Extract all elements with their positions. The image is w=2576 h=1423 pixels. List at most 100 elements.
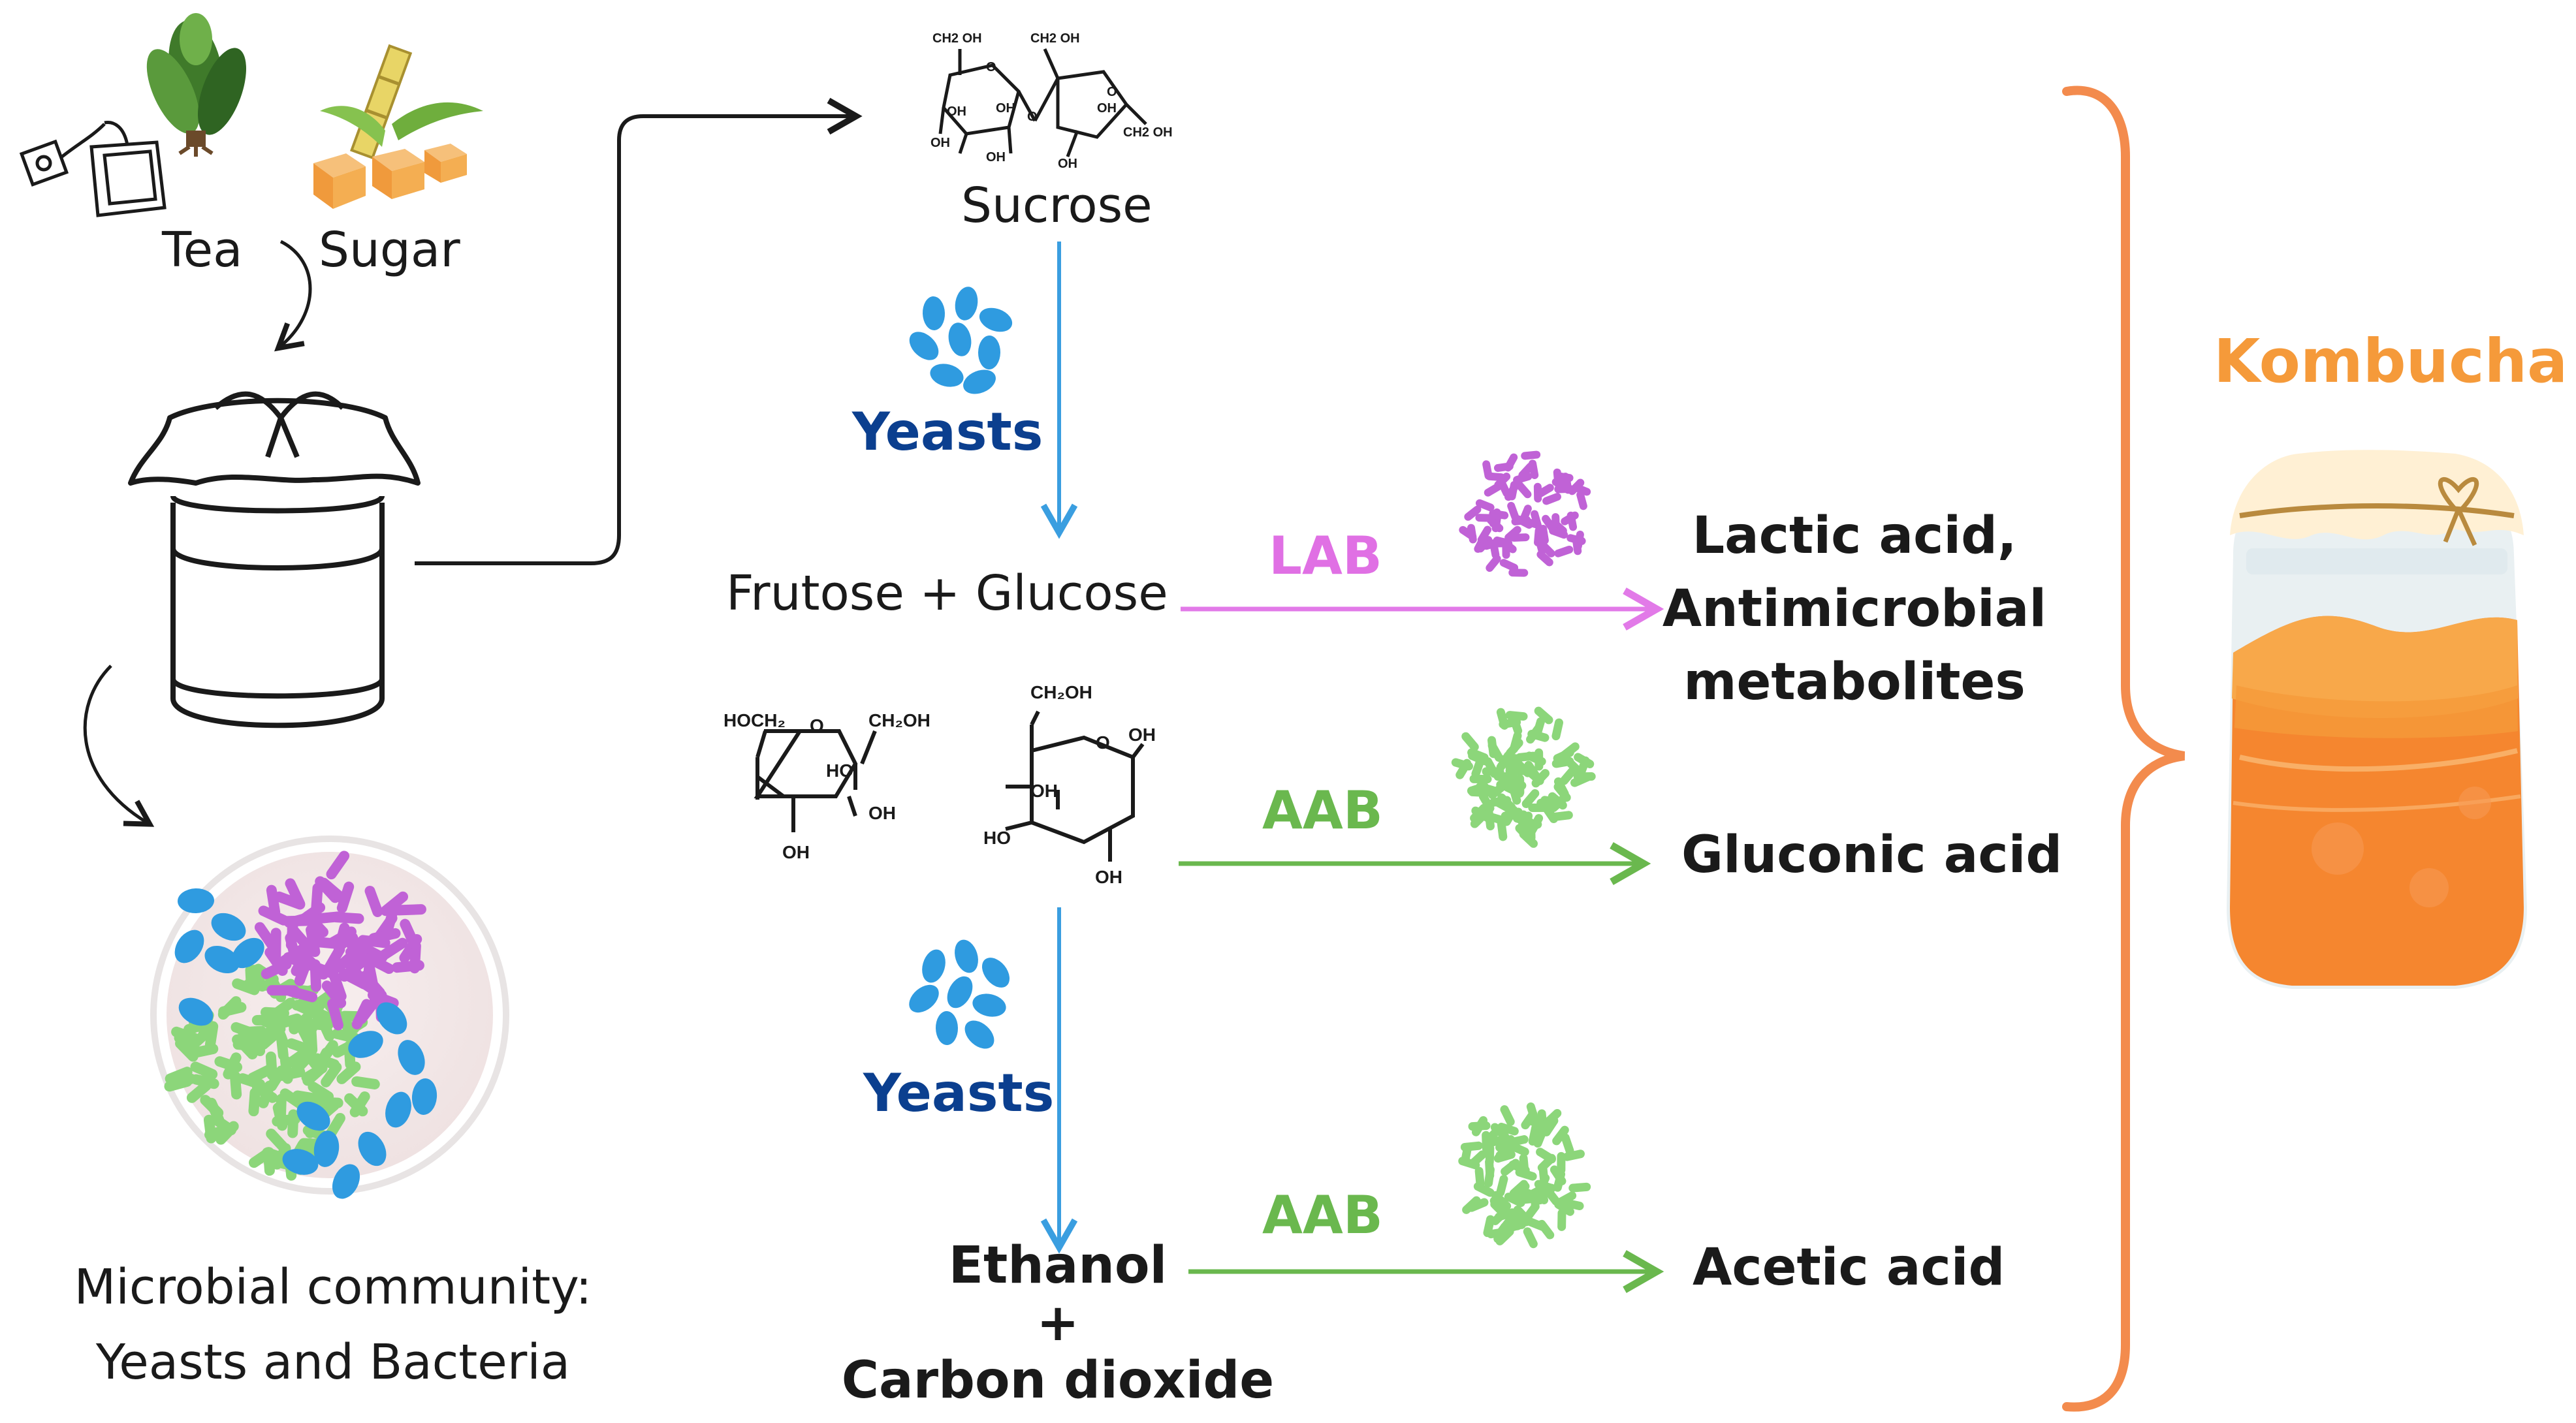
bacteria-cell (1489, 796, 1512, 807)
yeast-cell (296, 1101, 330, 1131)
bacteria-cell (344, 1093, 368, 1117)
bacteria-cell (218, 1002, 247, 1017)
bacteria-cell (400, 918, 420, 950)
community-line: Yeasts and Bacteria (95, 1334, 571, 1390)
bacteria-cell (167, 1073, 197, 1086)
bacteria-cell (285, 917, 298, 950)
bacteria-cell (1576, 490, 1587, 510)
bacteria-cell (1526, 1102, 1540, 1124)
fructose-chem-label: HO (826, 760, 853, 781)
bacteria-cell (1513, 473, 1533, 484)
glucose-chem-label: CH₂OH (1030, 682, 1092, 702)
bacteria-cell (319, 877, 346, 903)
bacteria-cell (368, 928, 401, 944)
bacteria-cell (272, 1021, 289, 1049)
aab-label-acetic: AAB (1262, 1185, 1383, 1245)
bacteria-cell (274, 1013, 302, 1029)
bacteria-cell (1455, 758, 1472, 779)
sucrose-chem-label: OH (1058, 157, 1077, 171)
ethanol-plus: + (1036, 1294, 1079, 1353)
bacteria-cell (1501, 807, 1523, 821)
bacteria-cell (1506, 1135, 1529, 1147)
yeast-cell (358, 1131, 387, 1166)
bacteria-cell (1467, 524, 1477, 544)
product-line: Lactic acid, (1692, 507, 2017, 565)
lactic-acid-label: Lactic acid, Antimicrobial metabolites (1646, 499, 2063, 719)
yeast-cell (385, 1091, 411, 1128)
glucose-chem-label: OH (1128, 725, 1156, 745)
fructose-structure (754, 729, 877, 832)
bacteria-cell (327, 998, 343, 1031)
bacteria-cell (249, 1147, 275, 1168)
bacteria-cell (317, 1040, 338, 1065)
yeast-cell (178, 888, 214, 914)
yeast-cluster-icon (909, 287, 1013, 394)
yeast-cell (963, 369, 996, 394)
bacteria-cell (1483, 1215, 1495, 1238)
sucrose-label: Sucrose (961, 178, 1153, 234)
bacteria-cell (1495, 1208, 1517, 1221)
bacteria-cell (321, 980, 347, 1009)
bacteria-cell (1574, 530, 1584, 550)
bacteria-cell (1512, 814, 1535, 827)
bacteria-cell (351, 1076, 380, 1089)
bacteria-cell (1461, 732, 1479, 751)
bacteria-cell (1504, 453, 1518, 472)
bacteria-cell (215, 1121, 239, 1145)
bacteria-cell (1471, 1116, 1488, 1136)
bacteria-cell (1497, 819, 1508, 841)
bacteria-cell (1521, 789, 1540, 808)
yeast-cell (313, 1131, 340, 1167)
sucrose-chem-label: O (986, 60, 996, 74)
bacteria-cell (1557, 1208, 1566, 1231)
bacteria-cell (1551, 478, 1572, 490)
sucrose-chem-label: CH2 OH (1123, 125, 1173, 140)
gluconic-acid-label: Gluconic acid (1681, 826, 2063, 884)
ingredients-to-jar-arrow (274, 240, 312, 352)
lab-label: LAB (1269, 525, 1382, 586)
sugarcane-icon (313, 44, 483, 209)
ethanol-co2-label: Ethanol + Carbon dioxide (797, 1237, 1319, 1409)
bacteria-cell (286, 1046, 312, 1068)
yeast-cell (332, 1164, 360, 1199)
sucrose-chem-label: CH2 OH (1030, 31, 1080, 46)
glucose-chem-label: HO (983, 828, 1011, 848)
bacteria-cell (1528, 803, 1551, 813)
bacteria-cell (189, 1043, 219, 1058)
bacteria-cell (1486, 539, 1506, 548)
bacteria-cell (378, 937, 408, 961)
bacteria-cell (326, 851, 350, 880)
bacteria-cell (1566, 511, 1578, 531)
bacteria-cell (304, 1018, 333, 1031)
bacteria-cell (1504, 483, 1519, 501)
aab-bacteria-cluster-icon (1458, 1102, 1591, 1249)
acetic-acid-label: Acetic acid (1693, 1238, 2005, 1297)
bacteria-cell (1551, 718, 1564, 741)
kombucha-title: Kombucha (2214, 326, 2568, 396)
bacteria-cell (232, 978, 260, 995)
bacteria-cell (328, 970, 347, 1002)
bacteria-cell (1497, 1215, 1515, 1235)
bacteria-cell (1525, 751, 1546, 766)
bacteria-cell (314, 937, 347, 950)
bacteria-cell (1476, 782, 1498, 795)
yeast-cell (930, 364, 964, 387)
bacteria-cell (1566, 759, 1585, 778)
bacteria-cell (1527, 814, 1544, 835)
sucrose-chem-label: O (1107, 85, 1117, 99)
yeast-cell (972, 993, 1006, 1017)
yeast-cell (411, 1078, 437, 1115)
bacteria-cell (1574, 753, 1595, 768)
yeast-cell (947, 976, 973, 1009)
yeast-cell (398, 1040, 425, 1075)
yeast-cell (204, 945, 240, 974)
bacteria-cell (1563, 1149, 1585, 1161)
glucose-chem-label: O (1096, 732, 1110, 753)
bacteria-cell (1484, 812, 1506, 825)
bacteria-cell (1504, 1193, 1525, 1208)
bacteria-cell (1553, 782, 1571, 802)
bacteria-cell (1507, 501, 1519, 521)
bacteria-cell (1509, 1180, 1529, 1198)
bacteria-cell (306, 924, 321, 958)
